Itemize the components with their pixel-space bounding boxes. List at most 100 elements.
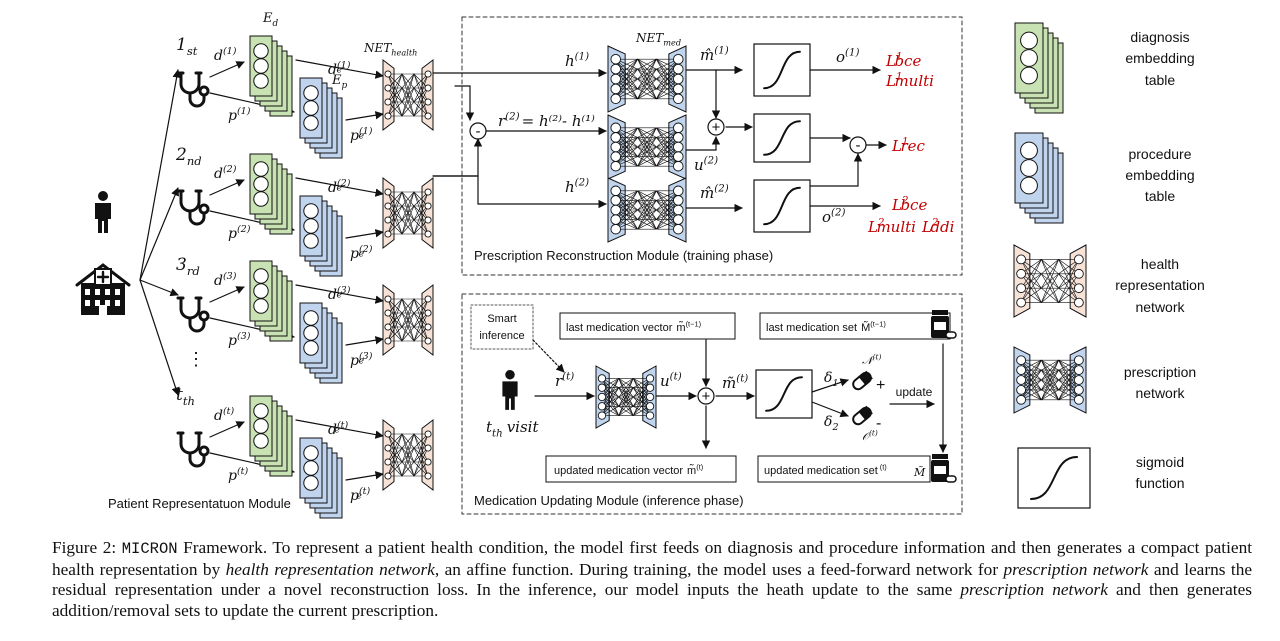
net-edge (1020, 259, 1042, 289)
t-visit-label-base: t (486, 418, 493, 436)
visit-1-label: 1st (176, 35, 198, 58)
updated-set-symbol: M̃ (913, 466, 926, 479)
net-edge (632, 378, 651, 416)
visit-3-pe-label: p(3)e (350, 351, 373, 369)
net-edge (401, 447, 415, 477)
visit-1-de-arrow (295, 59, 384, 79)
visit-2-de-label-sub: e (336, 182, 342, 193)
net-node (1073, 394, 1084, 405)
net-edge (601, 378, 620, 416)
net-edge (413, 73, 429, 103)
net-node (597, 374, 607, 383)
net-edge (637, 58, 657, 80)
embedding-cell (303, 445, 319, 461)
net-edge (637, 127, 657, 157)
sigmoid-box-2 (753, 113, 811, 163)
net-node (1016, 283, 1027, 294)
embedding-cell (303, 310, 319, 326)
visit-2-d-label: d(2) (214, 164, 237, 182)
visit-1-p-label: p(1) (228, 106, 251, 124)
o2-label-base: o (822, 208, 831, 226)
h2-label-base: h (565, 178, 575, 196)
visit-t-de-label-sub: e (334, 424, 340, 435)
net-node (424, 230, 432, 238)
visit-3-diagnosis-embedding (249, 260, 293, 342)
h2-label: h(2) (565, 177, 589, 196)
loss-multi-2-back: multi (876, 218, 916, 236)
patient-icon (95, 191, 111, 233)
net-node (384, 230, 392, 238)
legend-diagnosis-line-2: embedding (1125, 50, 1194, 66)
hospital-window (85, 289, 90, 295)
visit-1-pe-label: p(1)e (350, 126, 373, 144)
embedding-cell (253, 298, 269, 314)
figure-caption: Figure 2: MICRON Framework. To represent… (52, 538, 1252, 621)
h2-label-sup: (2) (575, 177, 589, 189)
net-node (645, 392, 655, 402)
net-edge (1041, 259, 1059, 275)
mt-label-base: m̃ (722, 374, 736, 392)
visit-1-de-label-sup: (1) (337, 60, 351, 71)
inference-prescription-network (595, 365, 657, 429)
loss-multi-2-base: L (867, 218, 878, 236)
net-node (673, 141, 684, 153)
net-edge (615, 137, 638, 167)
net-input-layer (382, 58, 395, 132)
diagnosis-table-name-sub: d (273, 19, 279, 29)
net-node (384, 202, 392, 210)
legend-prescription-line-1-base: prescription (1124, 364, 1196, 380)
embedding-cell (1020, 49, 1038, 67)
legend-procedure-line-2: embedding (1125, 167, 1194, 183)
reconstruction-plus-op-symbol: + (712, 119, 721, 136)
net-edge (401, 191, 415, 207)
delta1-arrow (811, 378, 849, 393)
visit-3-branch-arrow (139, 279, 179, 297)
net-edge (601, 378, 620, 398)
net-node (610, 122, 621, 134)
visit-3-de-arrow (295, 284, 384, 304)
sigmoid-box-1 (753, 43, 811, 97)
visit-1-p-label-sup: (1) (237, 106, 251, 117)
visit-2-label: 2nd (175, 145, 202, 168)
net-med-name-base: NET (635, 31, 664, 45)
loss-rec-base: L (891, 137, 902, 155)
visit-t-d-label-sup: (t) (223, 406, 235, 417)
net-edge (387, 191, 403, 221)
training-module-title: Prescription Reconstruction Module (trai… (474, 248, 773, 263)
net-edge (401, 191, 415, 221)
smart-to-r (532, 339, 565, 373)
net-node (673, 132, 684, 143)
net-edge (401, 191, 415, 235)
legend-prescription-network (1013, 346, 1087, 414)
net-edge (387, 191, 403, 235)
net-edge (413, 87, 429, 117)
updated-set-text-base: updated medication set (764, 465, 878, 477)
hospital-icon (75, 263, 131, 315)
o1-label: o(1) (836, 47, 859, 66)
net-node (673, 160, 684, 172)
bottle-pill (945, 331, 957, 339)
loss-rec-back: rec (900, 137, 925, 155)
net-node (424, 295, 432, 303)
hospital-cross (96, 270, 110, 284)
net-node (610, 151, 621, 162)
net-edge (401, 101, 415, 117)
visit-ellipsis-base: ⋮ (187, 349, 205, 369)
visit-2-p-label-sup: (2) (237, 224, 251, 235)
visit-person-icon (502, 369, 518, 410)
net-node (1016, 365, 1027, 375)
embedding-cell (303, 100, 319, 116)
embedding-cell (1020, 141, 1038, 160)
visit-3-pe-arrow (345, 336, 384, 346)
net-edge (656, 137, 679, 167)
net-node (424, 112, 432, 120)
rt-label-sup: (t) (562, 371, 574, 383)
net-node (384, 458, 392, 466)
m2-label-sup: (2) (714, 183, 728, 195)
loss-bce-1: L1bce (885, 52, 921, 70)
net-edge (1020, 273, 1042, 303)
stethoscope-tube (179, 190, 201, 213)
visit-2-diagnosis-embedding (249, 153, 293, 235)
net-edge (401, 298, 415, 328)
visit-2-label-sub: nd (187, 154, 202, 168)
